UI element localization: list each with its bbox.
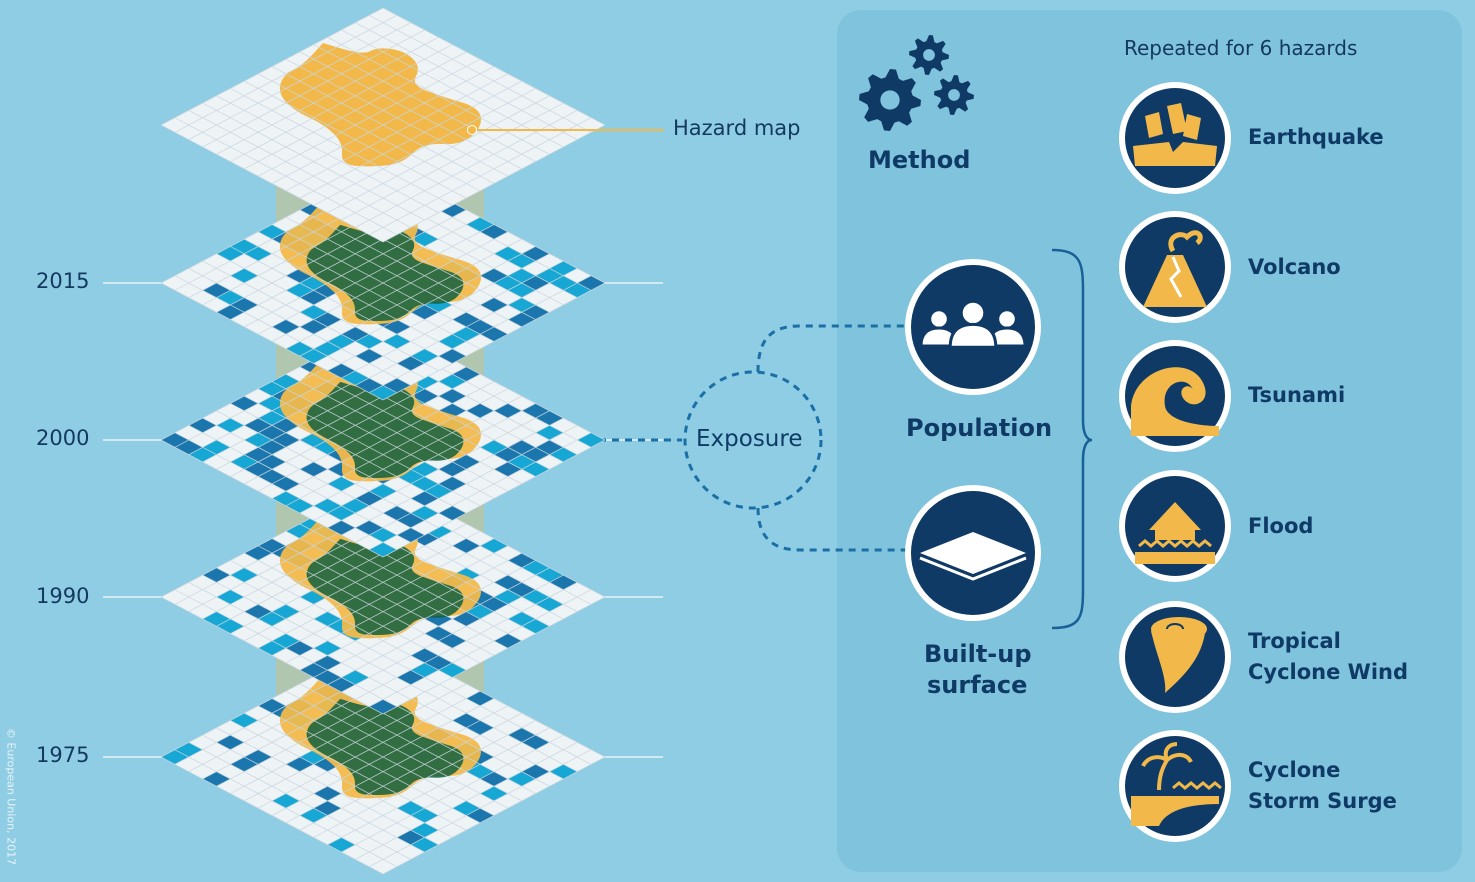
bracket: [1051, 248, 1093, 630]
built-up-connector: [756, 507, 906, 552]
grid-lines: [160, 7, 606, 243]
grid-lines: [160, 322, 606, 558]
grid-lines: [160, 165, 606, 401]
earthquake-icon: [1119, 82, 1231, 194]
gear-hole: [880, 90, 900, 110]
copyright-notice: © European Union, 2017: [4, 727, 18, 866]
hazard-tropical-label-line2: Cyclone Wind: [1248, 660, 1409, 684]
layer-stack: [160, 7, 664, 875]
hazard-tropical-label-line1: Tropical: [1248, 629, 1341, 653]
year-label-1975: 1975: [36, 743, 90, 767]
grid-lines: [160, 479, 606, 715]
hazard-icons: [1119, 82, 1231, 842]
year-label-1990: 1990: [36, 584, 90, 608]
hazard-map-pointer-dot: [467, 125, 477, 135]
year-label-2000: 2000: [36, 426, 90, 450]
population-label: Population: [906, 414, 1053, 442]
built-up-label-line2: surface: [927, 671, 1028, 699]
method-label: Method: [868, 146, 971, 174]
hazard-map-layer: [160, 7, 606, 243]
year-label-2015: 2015: [36, 269, 90, 293]
gear-hole: [923, 49, 935, 61]
hazard-earthquake-label: Earthquake: [1248, 125, 1384, 149]
gear-hole: [948, 89, 960, 101]
volcano-icon: [1119, 211, 1231, 323]
grid-lines: [160, 639, 606, 875]
hazard-volcano-label: Volcano: [1248, 255, 1341, 279]
exposure-circle: [683, 370, 823, 510]
people-icon: [905, 259, 1041, 395]
hazard-flood-label: Flood: [1248, 514, 1314, 538]
flood-icon: [1119, 470, 1231, 582]
tsunami-icon: [1119, 340, 1231, 452]
tornado-icon: [1119, 601, 1231, 713]
hazard-surge-label-line1: Cyclone: [1248, 758, 1341, 782]
population-connector: [756, 324, 906, 373]
gears-icon: [859, 35, 974, 131]
hazard-surge-label-line2: Storm Surge: [1248, 789, 1397, 813]
exposure-label: Exposure: [696, 426, 803, 452]
hazard-tsunami-label: Tsunami: [1248, 383, 1346, 407]
storm-surge-icon: [1119, 730, 1231, 842]
exposure-icons: [905, 259, 1041, 621]
surface-layer-icon: [905, 485, 1041, 621]
hazards-header: Repeated for 6 hazards: [1124, 36, 1358, 60]
hazard-map-label: Hazard map: [673, 116, 801, 140]
built-up-label-line1: Built-up: [924, 640, 1032, 668]
